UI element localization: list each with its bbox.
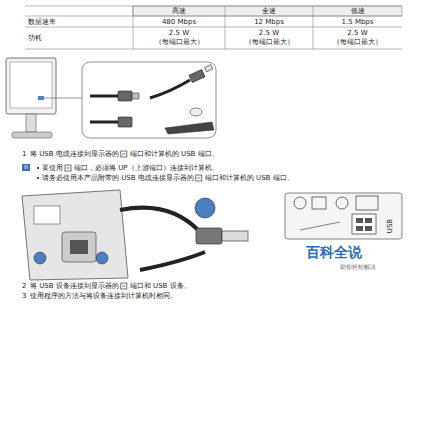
port-symbol <box>121 283 127 289</box>
port-symbol <box>122 154 125 155</box>
port-symbol <box>67 168 70 169</box>
table-cell: 高速 <box>133 7 225 15</box>
note-icon <box>22 164 39 179</box>
port-symbol <box>121 151 127 157</box>
label: USB <box>386 219 394 233</box>
label: 要使用 <box>42 164 63 172</box>
table-cell: 功耗 <box>28 34 42 42</box>
port-symbol <box>197 178 200 179</box>
spec-table <box>25 6 402 49</box>
port-panel <box>285 193 402 239</box>
port-symbol <box>65 165 71 171</box>
step-number: 1 <box>22 150 26 158</box>
step-number: 3 <box>22 292 26 300</box>
table-cell: 低速 <box>313 7 402 15</box>
table-cell: 1.5 Mbps <box>313 18 402 26</box>
table-cell: （每端口最大） <box>225 38 313 46</box>
table-cell: （每端口最大） <box>313 38 402 46</box>
table-cell: （每端口最大） <box>133 38 225 46</box>
table-cell: 480 Mbps <box>133 18 225 26</box>
watermark: 百科全说 <box>306 244 362 260</box>
step-number: 2 <box>22 282 26 290</box>
usb-cable-figure <box>120 198 248 270</box>
label: 端口和计算机的 USB 端口。 <box>205 174 294 182</box>
table-cell: 2.5 W <box>133 29 225 37</box>
table-cell: 12 Mbps <box>225 18 313 26</box>
table-cell: 2.5 W <box>225 29 313 37</box>
cable-figure <box>82 62 216 138</box>
port-symbol <box>122 286 125 287</box>
monitor-back-figure <box>22 190 128 280</box>
monitor-figure <box>6 58 82 138</box>
label: 端口和计算机的 USB 端口。 <box>130 150 219 158</box>
label: 端口，必须将 UP（上游端口）连接到计算机。 <box>74 164 219 172</box>
label: 请务必使用本产品附带的 USB 电缆连接显示器的 <box>42 174 194 182</box>
label: 端口和 USB 设备。 <box>130 282 191 290</box>
label: 将 USB 设备连接到显示器的 <box>30 282 119 290</box>
label: 将 USB 电缆连接到显示器的 <box>30 150 119 158</box>
watermark: 助你轻松解决 <box>340 264 376 271</box>
table-cell: 数据速率 <box>28 18 56 26</box>
port-symbol <box>196 175 202 181</box>
label: 使用程序的方法与将设备连接到计算机时相同。 <box>30 292 177 300</box>
table-cell: 全速 <box>225 7 313 15</box>
table-cell: 2.5 W <box>313 29 402 37</box>
